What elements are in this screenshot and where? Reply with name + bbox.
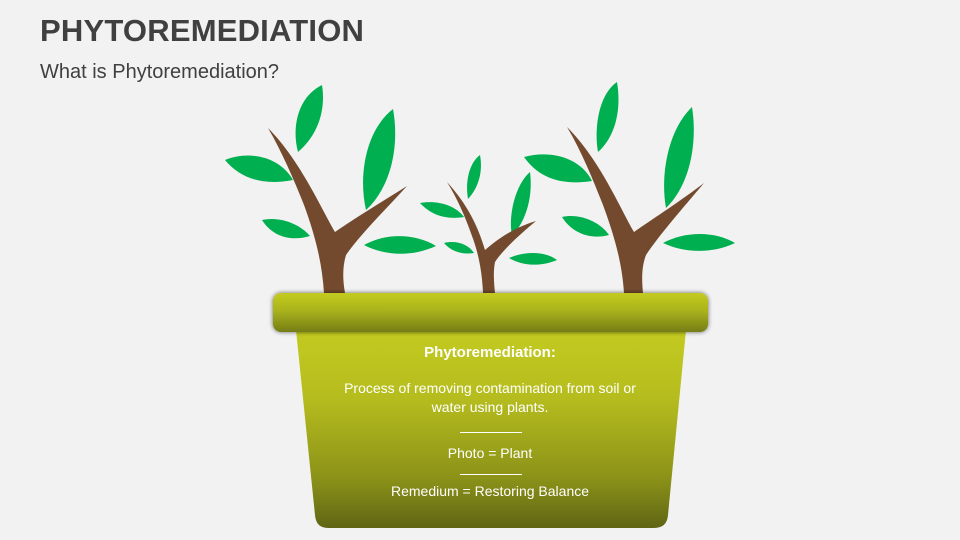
stem-icon xyxy=(447,182,536,293)
pot-description: Process of removing contamination from s… xyxy=(344,380,636,415)
slide-title: PHYTOREMEDIATION xyxy=(40,13,365,48)
definition-remedium: Remedium = Restoring Balance xyxy=(390,483,590,499)
divider-line xyxy=(460,474,522,475)
leaf-icon xyxy=(524,82,735,251)
divider-line xyxy=(460,432,522,433)
plant-left xyxy=(225,85,436,293)
slide-subtitle: What is Phytoremediation? xyxy=(40,61,280,83)
stem-icon xyxy=(567,127,704,293)
plant-center xyxy=(420,155,557,293)
plant-right xyxy=(524,82,735,293)
stem-icon xyxy=(268,128,407,293)
leaf-icon xyxy=(225,85,436,254)
definition-photo: Photo = Plant xyxy=(447,445,533,461)
pot-rim xyxy=(273,293,708,332)
leaf-icon xyxy=(420,155,557,265)
pot-body xyxy=(296,330,686,528)
pot-heading: Phytoremediation: xyxy=(424,344,556,361)
